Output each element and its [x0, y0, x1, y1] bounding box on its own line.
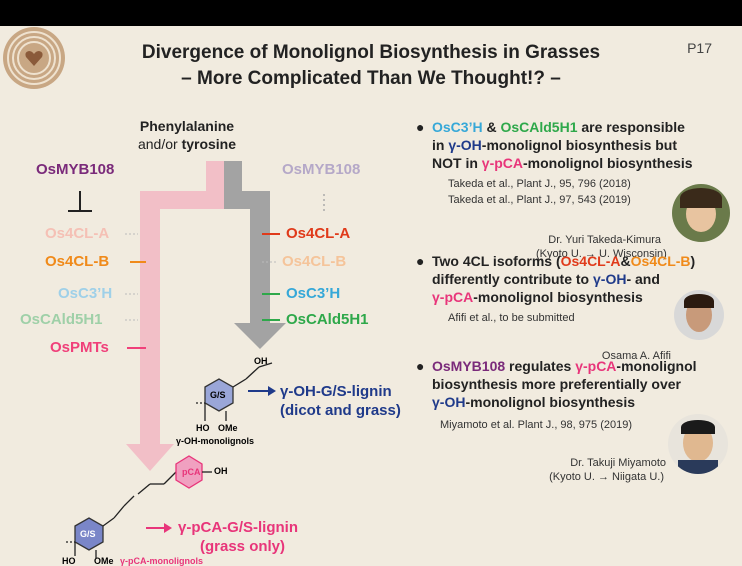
bullet-3: ● OsMYB108 regulates γ-pCA-monolignol bi…: [416, 357, 736, 483]
bullet-1-line-1: ● OsC3’H & OsCAld5H1 are responsible: [416, 118, 736, 136]
b1-text1: are responsible: [577, 119, 685, 135]
b1-person: Dr. Yuri Takeda-Kimura: [548, 234, 661, 246]
b1-and: &: [482, 119, 501, 135]
b1-affil: (Kyoto U. → U. Wisconsin): [536, 248, 667, 260]
left-osmyb108-label: OsMYB108: [36, 161, 115, 178]
b2-paren: ): [690, 253, 696, 269]
b3-regulates: regulates: [505, 358, 576, 374]
bullet-3-line-2: biosynthesis more preferentially over: [432, 375, 736, 393]
b1-text3: -monolignol biosynthesis: [523, 155, 693, 171]
right-gene-os4cl-a: Os4CL-A: [286, 225, 351, 242]
bullet-2-line-3: γ-pCA-monolignol biosynthesis: [432, 288, 736, 306]
slide: Divergence of Monolignol Biosynthesis in…: [0, 26, 742, 566]
heart-logo-icon: [3, 27, 65, 89]
b2-oh: γ-OH: [593, 271, 627, 287]
b1-osc3h: OsC3’H: [432, 119, 483, 135]
and-or-label: and/or: [137, 136, 178, 152]
slide-title: Divergence of Monolignol Biosynthesis in…: [141, 42, 601, 63]
b1-oscald5h1: OsCAld5H1: [500, 119, 578, 135]
bullet-2-line-2: differently contribute to γ-OH- and: [432, 270, 736, 288]
left-gene-osc3h: OsC3’H: [58, 285, 113, 302]
pathway-diagram: [66, 161, 325, 558]
b2-os4clb: Os4CL-B: [630, 253, 691, 269]
b2-text3: -monolignol biosynthesis: [473, 289, 643, 305]
left-gene-ospmts: OsPMTs: [50, 339, 109, 356]
bullet-2-line-1: ● Two 4CL isoforms (Os4CL-A&Os4CL-B): [416, 252, 736, 270]
b3-ref-1: Miyamoto et al. Plant J., 98, 975 (2019): [440, 419, 632, 431]
pca-struct-ome: OMe: [94, 556, 114, 566]
b3-osmyb108: OsMYB108: [432, 358, 506, 374]
b2-os4cla: Os4CL-A: [560, 253, 621, 269]
b2-text1: Two 4CL isoforms (: [432, 253, 561, 269]
b2-text2: differently contribute to: [432, 271, 593, 287]
oh-monolignol-structure: [196, 362, 273, 421]
b3-oh: γ-OH: [432, 394, 466, 410]
substrate-label: Phenylalanine and/or tyrosine: [122, 117, 252, 153]
b2-and: - and: [626, 271, 660, 287]
pca-monolignol-label: γ-pCA-monolignols: [120, 556, 203, 566]
slide-subtitle: – More Complicated Than We Thought!? –: [181, 68, 561, 89]
pca-struct-oh: OH: [214, 466, 228, 476]
bullet-2: ● Two 4CL isoforms (Os4CL-A&Os4CL-B) dif…: [416, 252, 736, 362]
bullet-dot: ●: [416, 358, 425, 374]
avatar-miyamoto: [668, 414, 728, 474]
b1-text2: -monolignol biosynthesis but: [481, 137, 678, 153]
b1-pca: γ-pCA: [481, 155, 524, 171]
b3-text1: -monolignol: [616, 358, 697, 374]
right-gene-oscald5h1: OsCAld5H1: [286, 311, 369, 328]
page-number: P17: [687, 40, 712, 56]
oh-monolignol-label: γ-OH-monolignols: [176, 436, 254, 446]
bullet-dot: ●: [416, 119, 425, 135]
right-osmyb108-label: OsMYB108: [282, 161, 361, 178]
bullet-1-line-3: NOT in γ-pCA-monolignol biosynthesis: [432, 154, 736, 172]
pca-monolignol-structure: [66, 455, 212, 558]
b2-ref-1: Afifi et al., to be submitted: [448, 312, 575, 324]
pca-struct-pca: pCA: [182, 467, 201, 477]
left-gene-oscald5h1: OsCAld5H1: [20, 311, 103, 328]
b1-notin: NOT in: [432, 155, 482, 171]
phenylalanine-label: Phenylalanine: [139, 118, 235, 134]
oh-struct-oh: OH: [254, 356, 268, 366]
pca-lignin-note: (grass only): [200, 538, 286, 555]
b1-ref-1: Takeda et al., Plant J., 95, 796 (2018): [448, 178, 631, 190]
pca-struct-gs: G/S: [80, 529, 96, 539]
bullet-3-line-3: γ-OH-monolignol biosynthesis: [432, 393, 736, 411]
tyrosine-label: tyrosine: [181, 136, 237, 152]
b2-person: Osama A. Afifi: [601, 350, 671, 362]
oh-lignin-note: (dicot and grass): [280, 402, 401, 419]
gray-pathway-arrow: [224, 161, 286, 349]
bullet-1: ● OsC3’H & OsCAld5H1 are responsible in …: [416, 118, 736, 260]
pink-pathway-arrow: [126, 161, 224, 471]
b3-text3: -monolignol biosynthesis: [465, 394, 636, 410]
right-gene-os4cl-b: Os4CL-B: [282, 253, 347, 270]
pca-struct-ho: HO: [62, 556, 76, 566]
bullet-3-line-1: ● OsMYB108 regulates γ-pCA-monolignol: [416, 357, 736, 375]
b2-amp: &: [620, 253, 631, 269]
avatar-afifi: [674, 290, 724, 340]
b3-pca: γ-pCA: [575, 358, 617, 374]
oh-lignin-label: γ-OH-G/S-lignin: [280, 383, 392, 400]
b1-ref-2: Takeda et al., Plant J., 97, 543 (2019): [448, 194, 631, 206]
b1-in: in: [432, 137, 449, 153]
b1-oh: γ-OH: [448, 137, 482, 153]
b3-text2: biosynthesis more preferentially over: [432, 376, 681, 392]
b3-affil: (Kyoto U. → Niigata U.): [549, 471, 664, 483]
left-gene-os4cl-b: Os4CL-B: [45, 253, 110, 270]
b2-pca: γ-pCA: [432, 289, 474, 305]
avatar-takeda-kimura: [672, 184, 730, 242]
left-gene-os4cl-a: Os4CL-A: [45, 225, 110, 242]
right-gene-osc3h: OsC3’H: [286, 285, 341, 302]
bullet-dot: ●: [416, 253, 425, 269]
b3-person: Dr. Takuji Miyamoto: [570, 457, 666, 469]
pca-lignin-label: γ-pCA-G/S-lignin: [178, 519, 298, 536]
bullet-1-line-2: in γ-OH-monolignol biosynthesis but: [432, 136, 736, 154]
oh-struct-ho: HO: [196, 423, 210, 433]
oh-struct-gs: G/S: [210, 390, 226, 400]
oh-struct-ome: OMe: [218, 423, 238, 433]
